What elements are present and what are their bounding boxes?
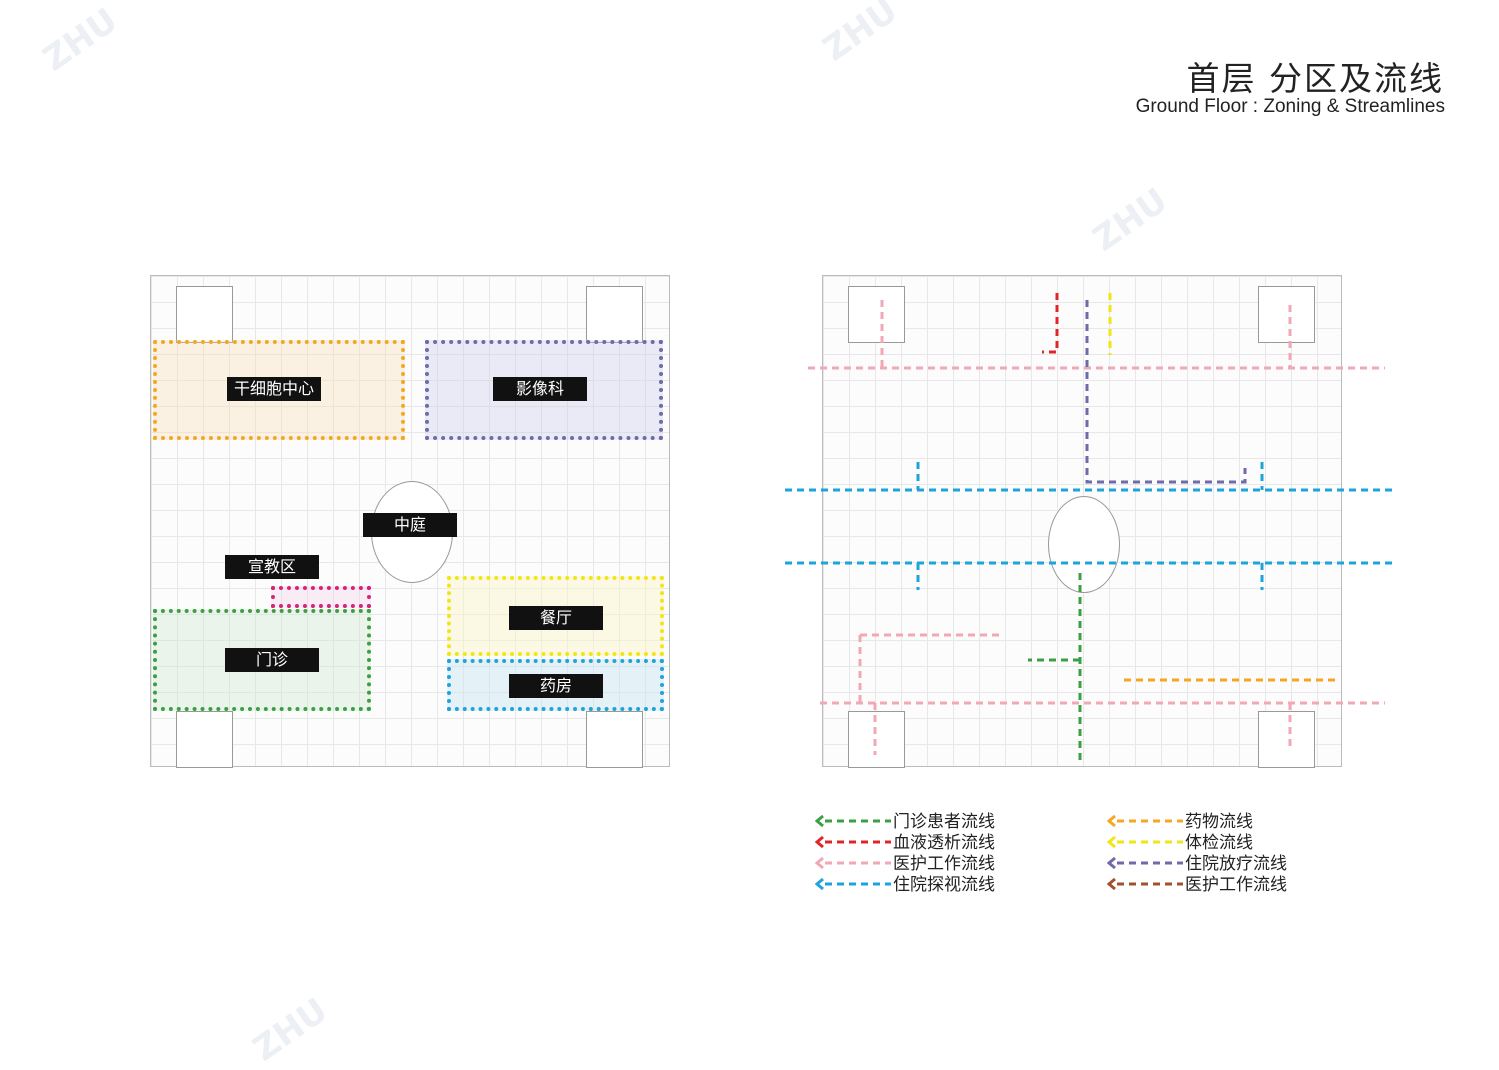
atrium-outline <box>1048 496 1120 593</box>
stair-core <box>586 286 643 343</box>
legend-item: 医护工作流线 <box>1106 872 1287 895</box>
legend-right: 药物流线 体检流线 住院放疗流线 医护工作流线 <box>1106 809 1287 895</box>
brown-dashed-arrow-icon <box>1106 876 1185 890</box>
page-title: 首层 分区及流线 <box>1186 59 1444 98</box>
stair-core <box>176 286 233 343</box>
pink-dashed-arrow-icon <box>814 855 893 869</box>
legend-item: 血液透析流线 <box>814 830 995 853</box>
watermark: ZHU <box>815 0 905 70</box>
stair-core <box>586 711 643 768</box>
legend-item: 门诊患者流线 <box>814 809 995 832</box>
watermark: ZHU <box>245 990 335 1070</box>
stair-core <box>848 286 905 343</box>
stair-core <box>848 711 905 768</box>
blue-dashed-arrow-icon <box>814 876 893 890</box>
legend-item: 体检流线 <box>1106 830 1287 853</box>
watermark: ZHU <box>1085 180 1175 260</box>
legend-left: 门诊患者流线 血液透析流线 医护工作流线 住院探视流线 <box>814 809 995 895</box>
stair-core <box>1258 286 1315 343</box>
red-dashed-arrow-icon <box>814 834 893 848</box>
zone-label: 餐厅 <box>509 606 603 630</box>
green-dashed-arrow-icon <box>814 813 893 827</box>
education-label: 宣教区 <box>225 555 319 579</box>
zone-education-pink <box>271 586 371 608</box>
legend-item: 医护工作流线 <box>814 851 995 874</box>
streamline-floor-plan <box>822 275 1342 768</box>
zone-label: 影像科 <box>493 377 587 401</box>
legend-item: 住院放疗流线 <box>1106 851 1287 874</box>
legend-item: 住院探视流线 <box>814 872 995 895</box>
atrium-label: 中庭 <box>363 513 457 537</box>
zoning-floor-plan <box>150 275 670 768</box>
purple-dashed-arrow-icon <box>1106 855 1185 869</box>
zone-label: 干细胞中心 <box>227 377 321 401</box>
stair-core <box>1258 711 1315 768</box>
yellow-dashed-arrow-icon <box>1106 834 1185 848</box>
stair-core <box>176 711 233 768</box>
legend-item: 药物流线 <box>1106 809 1287 832</box>
orange-dashed-arrow-icon <box>1106 813 1185 827</box>
zone-label: 药房 <box>509 674 603 698</box>
zone-label: 门诊 <box>225 648 319 672</box>
watermark: ZHU <box>35 0 125 80</box>
page-subtitle: Ground Floor : Zoning & Streamlines <box>1135 96 1445 117</box>
